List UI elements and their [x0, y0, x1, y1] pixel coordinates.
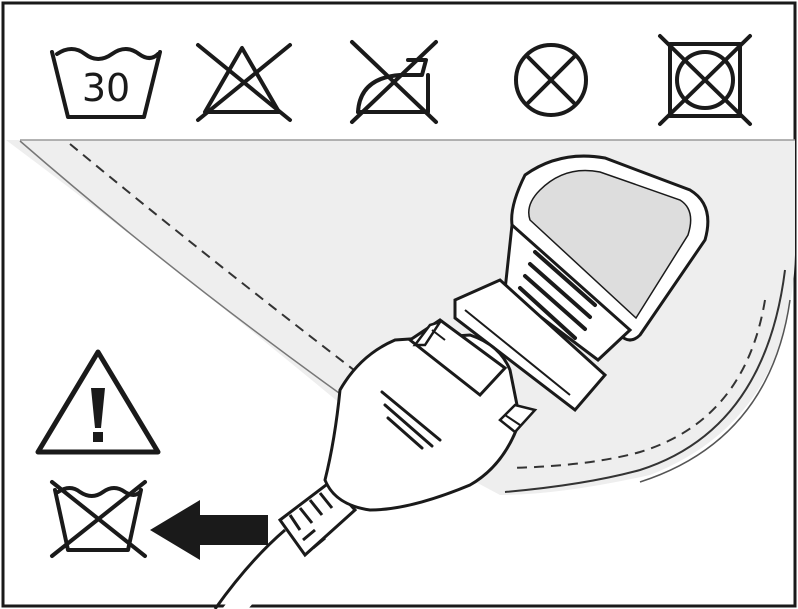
no-iron-icon: [350, 40, 438, 124]
wash-30-icon: 30: [50, 47, 162, 119]
plug: [213, 318, 538, 609]
arrow-left-icon: [150, 500, 268, 560]
no-wash-icon: [50, 480, 147, 558]
wash-temperature-label: 30: [82, 66, 130, 110]
no-bleach-icon: [196, 43, 292, 122]
no-dry-in-dryer-icon: [658, 34, 752, 126]
socket-connector: [453, 154, 710, 413]
no-tumble-dry-icon: [514, 43, 588, 117]
warning-triangle-icon: [35, 349, 161, 455]
